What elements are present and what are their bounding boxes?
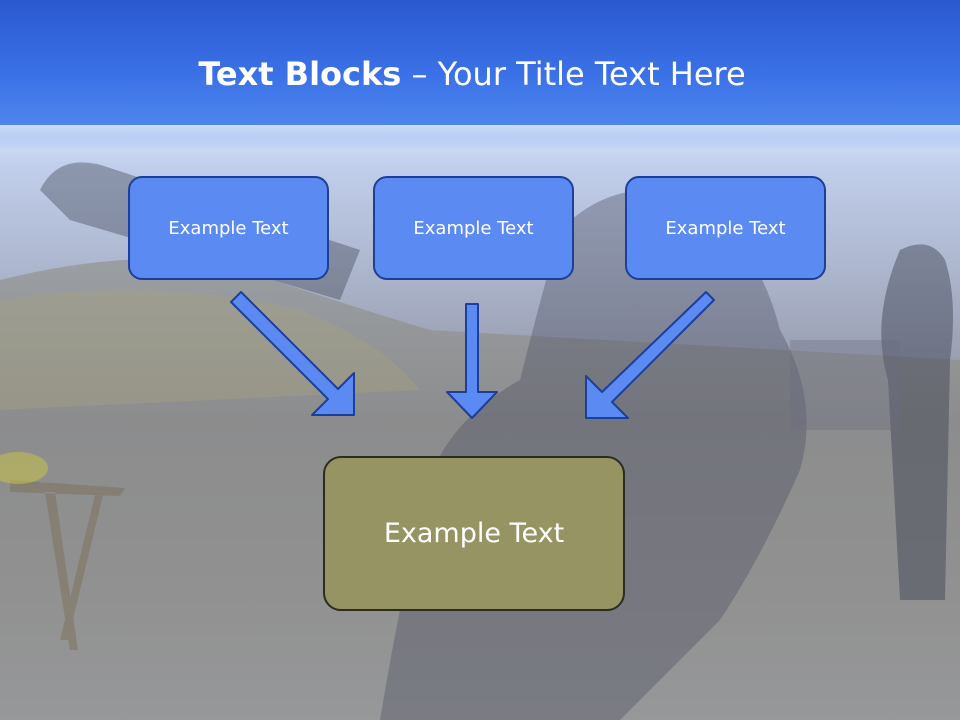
target-block-label: Example Text [383, 518, 565, 549]
arrow-center-icon [446, 303, 498, 419]
text-block-1-label: Example Text [168, 217, 289, 239]
arrow-right-icon [585, 291, 715, 419]
target-block[interactable]: Example Text [323, 456, 625, 611]
stand-shape [10, 480, 125, 650]
text-block-2[interactable]: Example Text [373, 176, 574, 280]
header-fade [0, 125, 960, 165]
text-block-2-label: Example Text [413, 217, 534, 239]
person-right-shape [881, 244, 954, 600]
header-band [0, 0, 960, 130]
text-block-3-label: Example Text [665, 217, 786, 239]
text-block-1[interactable]: Example Text [128, 176, 329, 280]
yellow-object-shape [0, 452, 48, 484]
text-block-3[interactable]: Example Text [625, 176, 826, 280]
title-bold: Text Blocks [198, 55, 402, 93]
building-shape [790, 340, 900, 430]
title-rest: – Your Title Text Here [401, 55, 746, 93]
arrow-left-icon [230, 291, 355, 416]
slide-title: Text Blocks – Your Title Text Here [0, 52, 944, 96]
